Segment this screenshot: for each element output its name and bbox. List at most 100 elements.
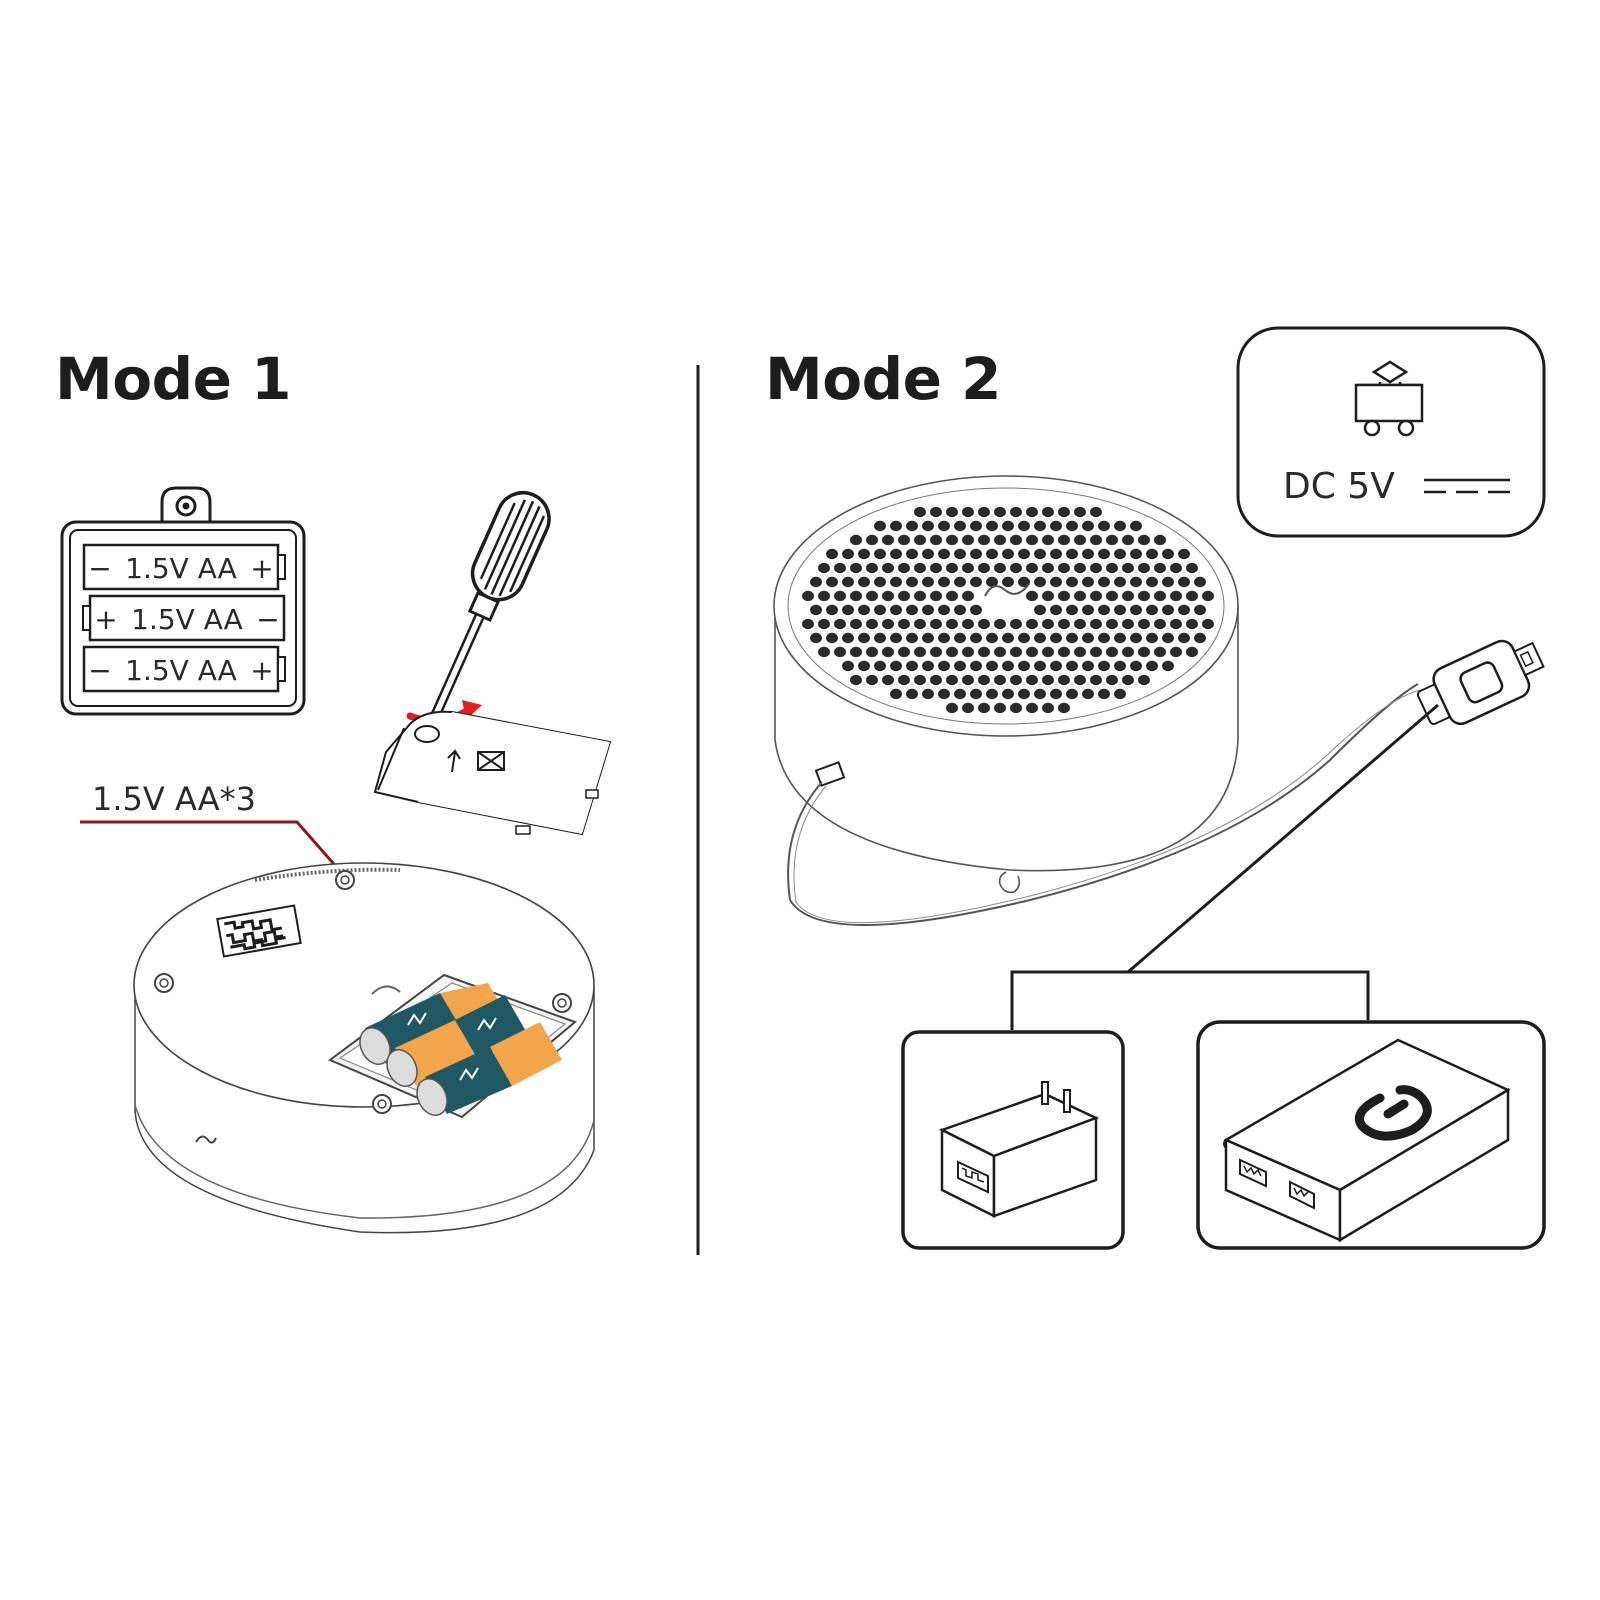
grille-hole <box>946 506 958 518</box>
grille-hole <box>866 562 878 574</box>
grille-hole <box>802 618 814 630</box>
grille-hole <box>890 548 902 560</box>
grille-hole <box>818 646 830 658</box>
grille-hole <box>962 702 974 714</box>
grille-hole <box>1050 632 1062 644</box>
grille-hole <box>890 604 902 616</box>
battery-cell-2: + 1.5V AA − <box>82 594 286 642</box>
grille-hole <box>882 646 894 658</box>
grille-hole <box>906 548 918 560</box>
grille-hole <box>1026 646 1038 658</box>
grille-hole <box>914 562 926 574</box>
grille-hole <box>930 618 942 630</box>
grille-hole <box>1186 590 1198 602</box>
device-bottom <box>133 862 595 1234</box>
grille-hole <box>938 548 950 560</box>
grille-hole <box>1098 632 1110 644</box>
grille-hole <box>1026 590 1038 602</box>
grille-hole <box>1090 674 1102 686</box>
grille-hole <box>914 618 926 630</box>
grille-hole <box>930 674 942 686</box>
grille-hole <box>906 604 918 616</box>
grille-hole <box>1002 576 1014 588</box>
grille-hole <box>898 590 910 602</box>
grille-hole <box>1066 576 1078 588</box>
battery-callout-label: 1.5V AA*3 <box>92 780 256 818</box>
grille-hole <box>930 562 942 574</box>
grille-hole <box>946 646 958 658</box>
grille-hole <box>970 660 982 672</box>
grille-hole <box>922 660 934 672</box>
grille-hole <box>1122 562 1134 574</box>
grille-hole <box>882 590 894 602</box>
grille-hole <box>1074 562 1086 574</box>
grille-hole <box>1106 590 1118 602</box>
grille-hole <box>914 646 926 658</box>
grille-hole <box>1050 576 1062 588</box>
grille-hole <box>834 646 846 658</box>
grille-hole <box>882 534 894 546</box>
grille-hole <box>946 562 958 574</box>
grille-hole <box>890 632 902 644</box>
cell-3-left-sign: − <box>88 654 111 687</box>
grille-hole <box>1026 534 1038 546</box>
grille-hole <box>1042 562 1054 574</box>
grille-hole <box>1098 660 1110 672</box>
grille-hole <box>1106 562 1118 574</box>
grille-hole <box>914 506 926 518</box>
grille-hole <box>1154 562 1166 574</box>
grille-hole <box>1050 520 1062 532</box>
grille-hole <box>970 520 982 532</box>
grille-hole <box>1034 548 1046 560</box>
grille-hole <box>1002 548 1014 560</box>
grille-hole <box>866 618 878 630</box>
grille-hole <box>858 660 870 672</box>
grille-hole <box>1010 506 1022 518</box>
grille-hole <box>1010 646 1022 658</box>
cell-2-left-sign: + <box>94 603 117 636</box>
grille-hole <box>1010 618 1022 630</box>
grille-hole <box>882 562 894 574</box>
wall-adapter-box[interactable] <box>901 1030 1125 1250</box>
grille-hole <box>1106 646 1118 658</box>
usb-wall-adapter-icon <box>938 1081 1100 1219</box>
grille-hole <box>1130 576 1142 588</box>
grille-hole <box>1170 618 1182 630</box>
grille-hole <box>970 576 982 588</box>
grille-hole <box>850 534 862 546</box>
grille-hole <box>978 534 990 546</box>
grille-hole <box>842 632 854 644</box>
grille-hole <box>946 590 958 602</box>
grille-hole <box>1154 618 1166 630</box>
grille-hole <box>1178 604 1190 616</box>
grille-hole <box>1026 702 1038 714</box>
screwdriver-icon <box>421 491 551 738</box>
cell-3-label: 1.5V AA <box>125 654 237 687</box>
grille-hole <box>890 660 902 672</box>
grille-hole <box>874 604 886 616</box>
grille-hole <box>1018 548 1030 560</box>
grille-hole <box>1050 688 1062 700</box>
grille-hole <box>1042 646 1054 658</box>
grille-hole <box>834 618 846 630</box>
grille-hole <box>938 688 950 700</box>
grille-hole <box>1002 688 1014 700</box>
grille-hole <box>1146 576 1158 588</box>
grille-hole <box>946 618 958 630</box>
grille-hole <box>1018 632 1030 644</box>
grille-hole <box>874 632 886 644</box>
grille-hole <box>1186 562 1198 574</box>
grille-hole <box>946 702 958 714</box>
grille-hole <box>1002 520 1014 532</box>
grille-hole <box>1026 674 1038 686</box>
grille-hole <box>1058 562 1070 574</box>
cell-1-left-sign: − <box>88 552 111 585</box>
grille-hole <box>858 604 870 616</box>
battery-cell-1: − 1.5V AA + <box>82 543 286 591</box>
grille-hole <box>1018 576 1030 588</box>
grille-hole <box>970 688 982 700</box>
power-bank-box[interactable] <box>1196 1020 1546 1250</box>
grille-hole <box>954 548 966 560</box>
grille-hole <box>1138 534 1150 546</box>
grille-hole <box>962 618 974 630</box>
